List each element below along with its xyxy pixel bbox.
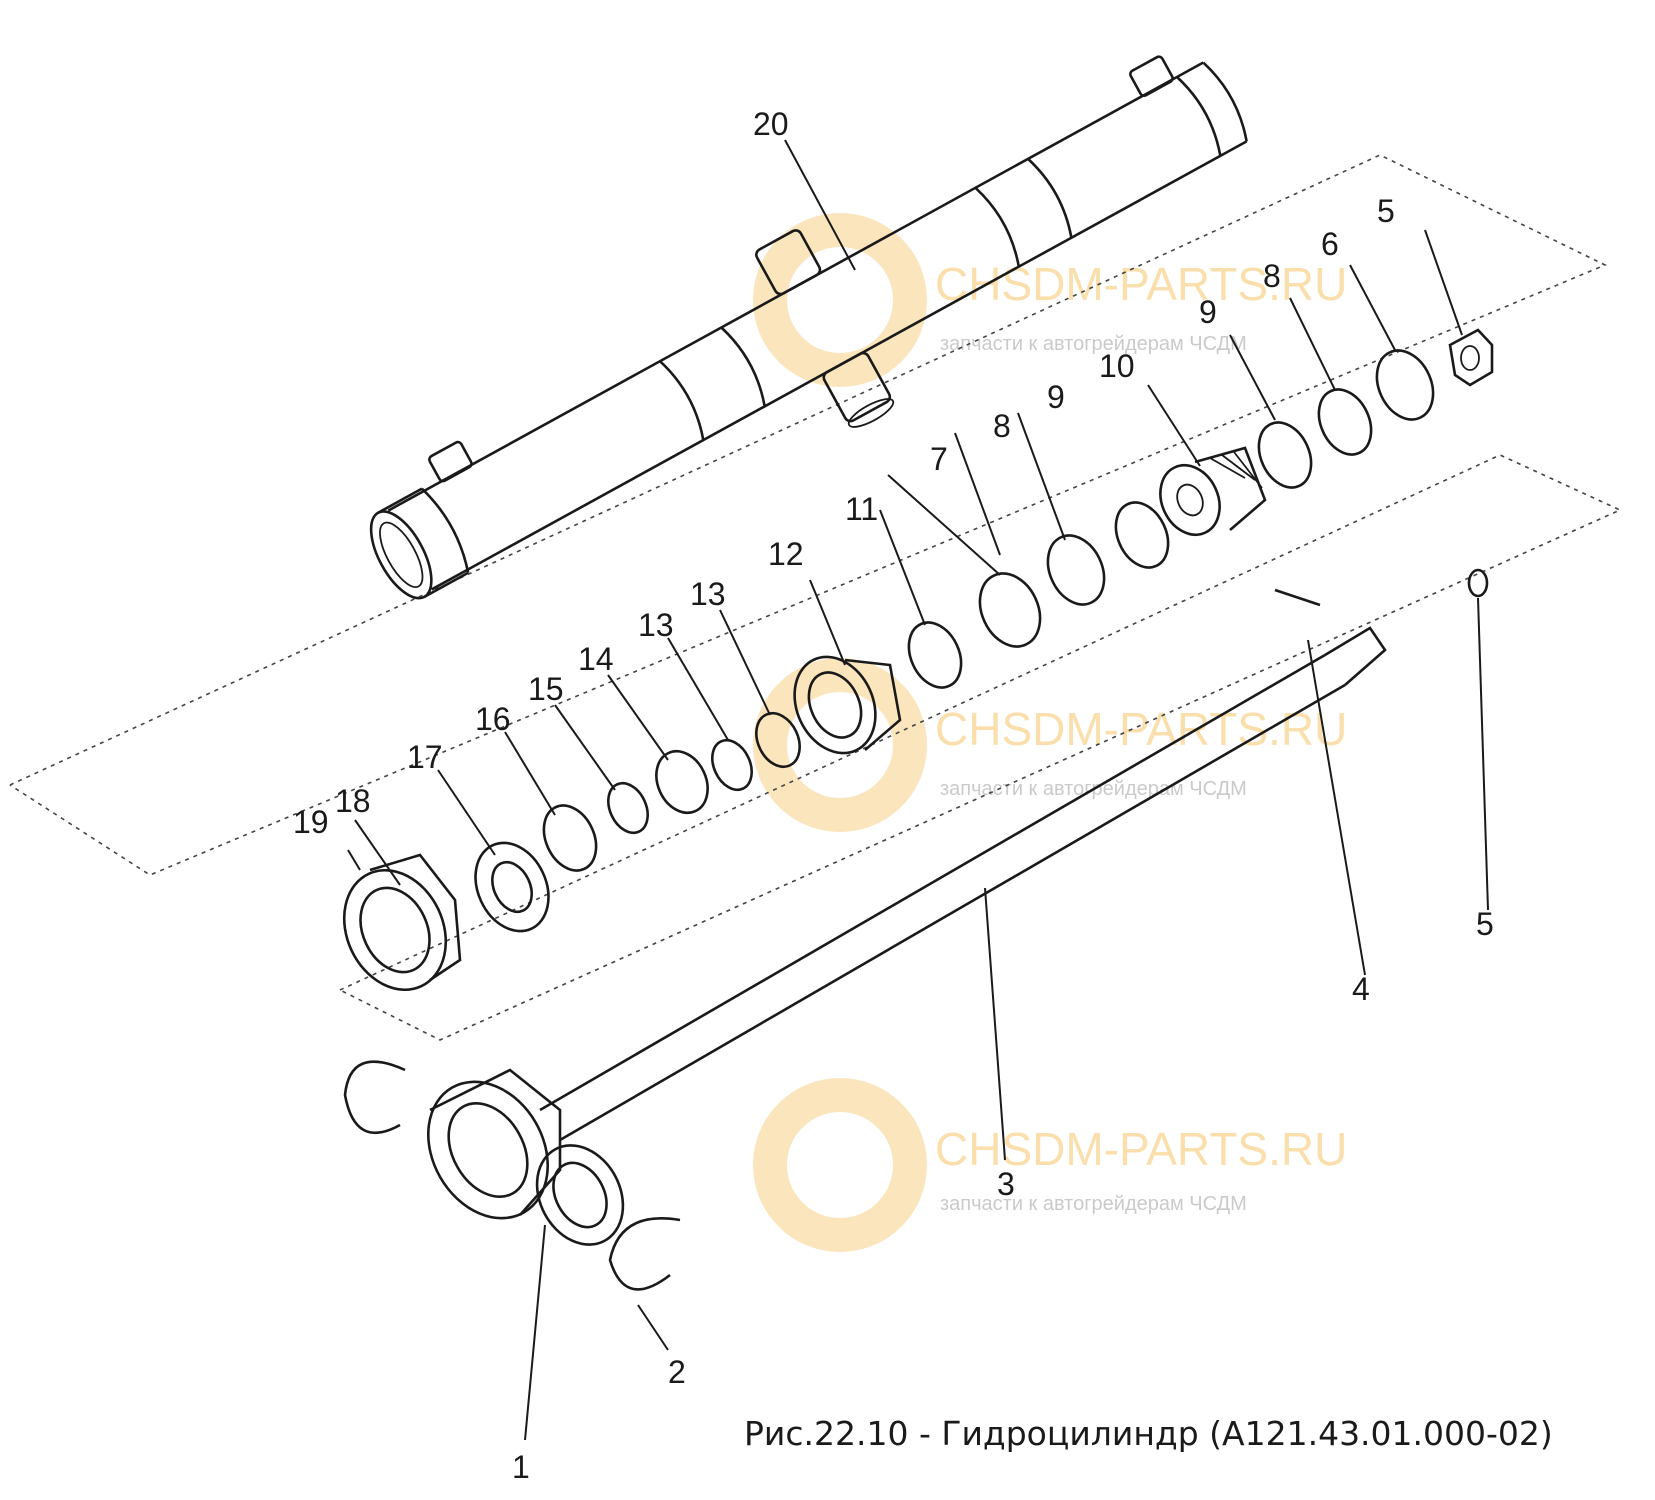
seal-ring <box>711 738 753 792</box>
callout-20: 20 <box>753 106 789 142</box>
seal-ring <box>907 621 963 689</box>
figure-caption: Рис.22.10 - Гидроцилиндр (А121.43.01.000… <box>744 1414 1553 1453</box>
callout-7: 6 <box>1321 226 1339 262</box>
callout-7: 7 <box>930 441 948 477</box>
callout-13: 13 <box>690 576 726 612</box>
piston <box>1159 446 1267 537</box>
piston-nut <box>1448 328 1494 387</box>
guide-bushing <box>793 655 902 755</box>
cotter-pin <box>1274 588 1321 607</box>
seal-ring <box>1375 349 1435 421</box>
seal-ring <box>1317 388 1373 456</box>
watermark-1: CHSDM-PARTS.RU запчасти к автогрейдерам … <box>753 213 1347 387</box>
callout-18: 18 <box>335 783 371 819</box>
leader-lines <box>347 139 1489 1441</box>
watermark-3: CHSDM-PARTS.RU запчасти к автогрейдерам … <box>753 1078 1347 1252</box>
callout-15: 15 <box>528 671 564 707</box>
callout-9: 9 <box>1199 294 1217 330</box>
svg-text:запчасти к автогрейдерам ЧСДМ: запчасти к автогрейдерам ЧСДМ <box>940 1193 1247 1215</box>
seal-ring <box>655 749 709 815</box>
callout-5: 5 <box>1476 906 1494 942</box>
callout-12: 12 <box>768 536 804 572</box>
piston-rod <box>426 626 1387 1220</box>
callout-8: 8 <box>1263 258 1281 294</box>
seal-ring <box>978 572 1042 648</box>
callout-10: 10 <box>1099 348 1135 384</box>
callout-11: 11 <box>845 491 878 527</box>
svg-text:CHSDM-PARTS.RU: CHSDM-PARTS.RU <box>935 258 1347 310</box>
callout-2: 2 <box>668 1354 686 1390</box>
lock-washer <box>1467 568 1489 598</box>
callout-6: 5 <box>1377 193 1395 229</box>
gland-bushing <box>474 841 550 933</box>
retaining-ring-left <box>343 1060 406 1135</box>
svg-text:запчасти к автогрейдерам ЧСДМ: запчасти к автогрейдерам ЧСДМ <box>940 333 1247 355</box>
callout-13: 13 <box>638 607 674 643</box>
seal-ring <box>1114 501 1170 569</box>
callout-9: 9 <box>1047 379 1065 415</box>
seal-ring <box>1257 421 1313 489</box>
callout-8: 8 <box>993 408 1011 444</box>
spherical-bearing <box>535 1144 625 1246</box>
retaining-ring-right <box>608 1217 681 1291</box>
seal-ring <box>607 781 649 835</box>
svg-text:CHSDM-PARTS.RU: CHSDM-PARTS.RU <box>935 703 1347 755</box>
callout-14: 14 <box>578 641 614 677</box>
callout-labels: 20 5 6 8 9 10 9 8 7 11 12 13 13 14 15 16… <box>293 106 1494 1485</box>
seal-ring <box>755 711 801 769</box>
seal-ring <box>1046 534 1106 606</box>
callout-4: 4 <box>1352 971 1370 1007</box>
assembly-plane-upper <box>9 154 1607 876</box>
gland-nut <box>342 853 462 992</box>
seal-ring <box>542 804 598 872</box>
callout-17: 17 <box>407 739 443 775</box>
cylinder-barrel <box>369 55 1248 600</box>
callout-19: 19 <box>293 804 329 840</box>
callout-16: 16 <box>475 701 511 737</box>
callout-3: 3 <box>997 1166 1015 1202</box>
callout-1: 1 <box>512 1449 530 1485</box>
